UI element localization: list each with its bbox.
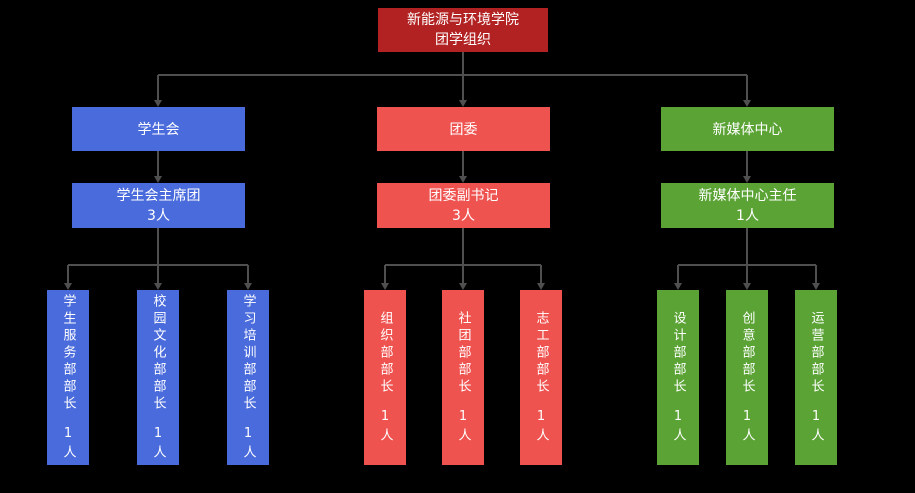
head-label: 团委副书记 xyxy=(428,187,499,204)
department-count: 1人 xyxy=(455,408,471,445)
arrowheads-head2-to-departments xyxy=(381,283,545,290)
department-node-campus-culture: 校园文化部部长 1人 xyxy=(137,290,179,465)
department-node-design: 设计部部长 1人 xyxy=(657,290,699,465)
branch-node-new-media-center: 新媒体中心 xyxy=(661,107,834,151)
head-count: 3人 xyxy=(147,207,170,224)
arrow-down-icon xyxy=(743,100,751,107)
department-label: 志工部部长 xyxy=(533,310,549,396)
head-label: 新媒体中心主任 xyxy=(698,187,797,204)
arrow-down-icon xyxy=(459,176,467,183)
head-node-presidium: 学生会主席团 3人 xyxy=(72,183,245,228)
head-label: 学生会主席团 xyxy=(116,187,201,204)
arrow-down-icon xyxy=(381,283,389,290)
branch-node-student-union: 学生会 xyxy=(72,107,245,151)
department-label: 设计部部长 xyxy=(670,310,686,396)
arrow-down-icon xyxy=(743,176,751,183)
arrow-down-icon xyxy=(537,283,545,290)
department-count: 1人 xyxy=(739,408,755,445)
department-count: 1人 xyxy=(808,408,824,445)
connector-root-to-branches xyxy=(157,52,748,101)
connector-head3-to-departments xyxy=(677,228,817,284)
department-label: 创意部部长 xyxy=(739,310,755,396)
department-label: 运营部部长 xyxy=(808,310,824,396)
department-label: 学生服务部部长 xyxy=(60,293,76,413)
root-node-label: 新能源与环境学院 团学组织 xyxy=(407,12,519,48)
arrow-down-icon xyxy=(154,176,162,183)
department-count: 1人 xyxy=(60,425,76,462)
head-node-deputy-secretary: 团委副书记 3人 xyxy=(377,183,550,228)
arrow-down-icon xyxy=(674,283,682,290)
arrow-down-icon xyxy=(154,283,162,290)
head-count: 1人 xyxy=(736,207,759,224)
head-count: 3人 xyxy=(452,207,475,224)
branch-label: 学生会 xyxy=(137,122,180,138)
department-node-creative: 创意部部长 1人 xyxy=(726,290,768,465)
department-count: 1人 xyxy=(670,408,686,445)
connector-branches-to-heads xyxy=(157,151,748,177)
head-node-media-director: 新媒体中心主任 1人 xyxy=(661,183,834,228)
connector-head1-to-departments xyxy=(67,228,249,284)
arrowheads-root-to-branches xyxy=(154,100,751,107)
arrowheads-head1-to-departments xyxy=(64,283,252,290)
arrow-down-icon xyxy=(244,283,252,290)
branch-node-league-committee: 团委 xyxy=(377,107,550,151)
department-node-student-service: 学生服务部部长 1人 xyxy=(47,290,89,465)
connector-head2-to-departments xyxy=(384,228,542,284)
department-label: 学习培训部部长 xyxy=(240,293,256,413)
root-node: 新能源与环境学院 团学组织 xyxy=(378,8,548,52)
arrowheads-branches-to-heads xyxy=(154,176,751,183)
department-node-clubs: 社团部部长 1人 xyxy=(442,290,484,465)
department-label: 社团部部长 xyxy=(455,310,471,396)
department-count: 1人 xyxy=(240,425,256,462)
arrow-down-icon xyxy=(459,283,467,290)
department-node-organization: 组织部部长 1人 xyxy=(364,290,406,465)
department-count: 1人 xyxy=(150,425,166,462)
department-label: 校园文化部部长 xyxy=(150,293,166,413)
department-node-study-training: 学习培训部部长 1人 xyxy=(227,290,269,465)
arrow-down-icon xyxy=(64,283,72,290)
department-count: 1人 xyxy=(533,408,549,445)
arrowheads-head3-to-departments xyxy=(674,283,820,290)
branch-label: 团委 xyxy=(449,122,478,138)
department-label: 组织部部长 xyxy=(377,310,393,396)
department-node-volunteer: 志工部部长 1人 xyxy=(520,290,562,465)
arrow-down-icon xyxy=(459,100,467,107)
arrow-down-icon xyxy=(812,283,820,290)
branch-label: 新媒体中心 xyxy=(712,122,783,138)
department-count: 1人 xyxy=(377,408,393,445)
arrow-down-icon xyxy=(743,283,751,290)
department-node-operations: 运营部部长 1人 xyxy=(795,290,837,465)
arrow-down-icon xyxy=(154,100,162,107)
